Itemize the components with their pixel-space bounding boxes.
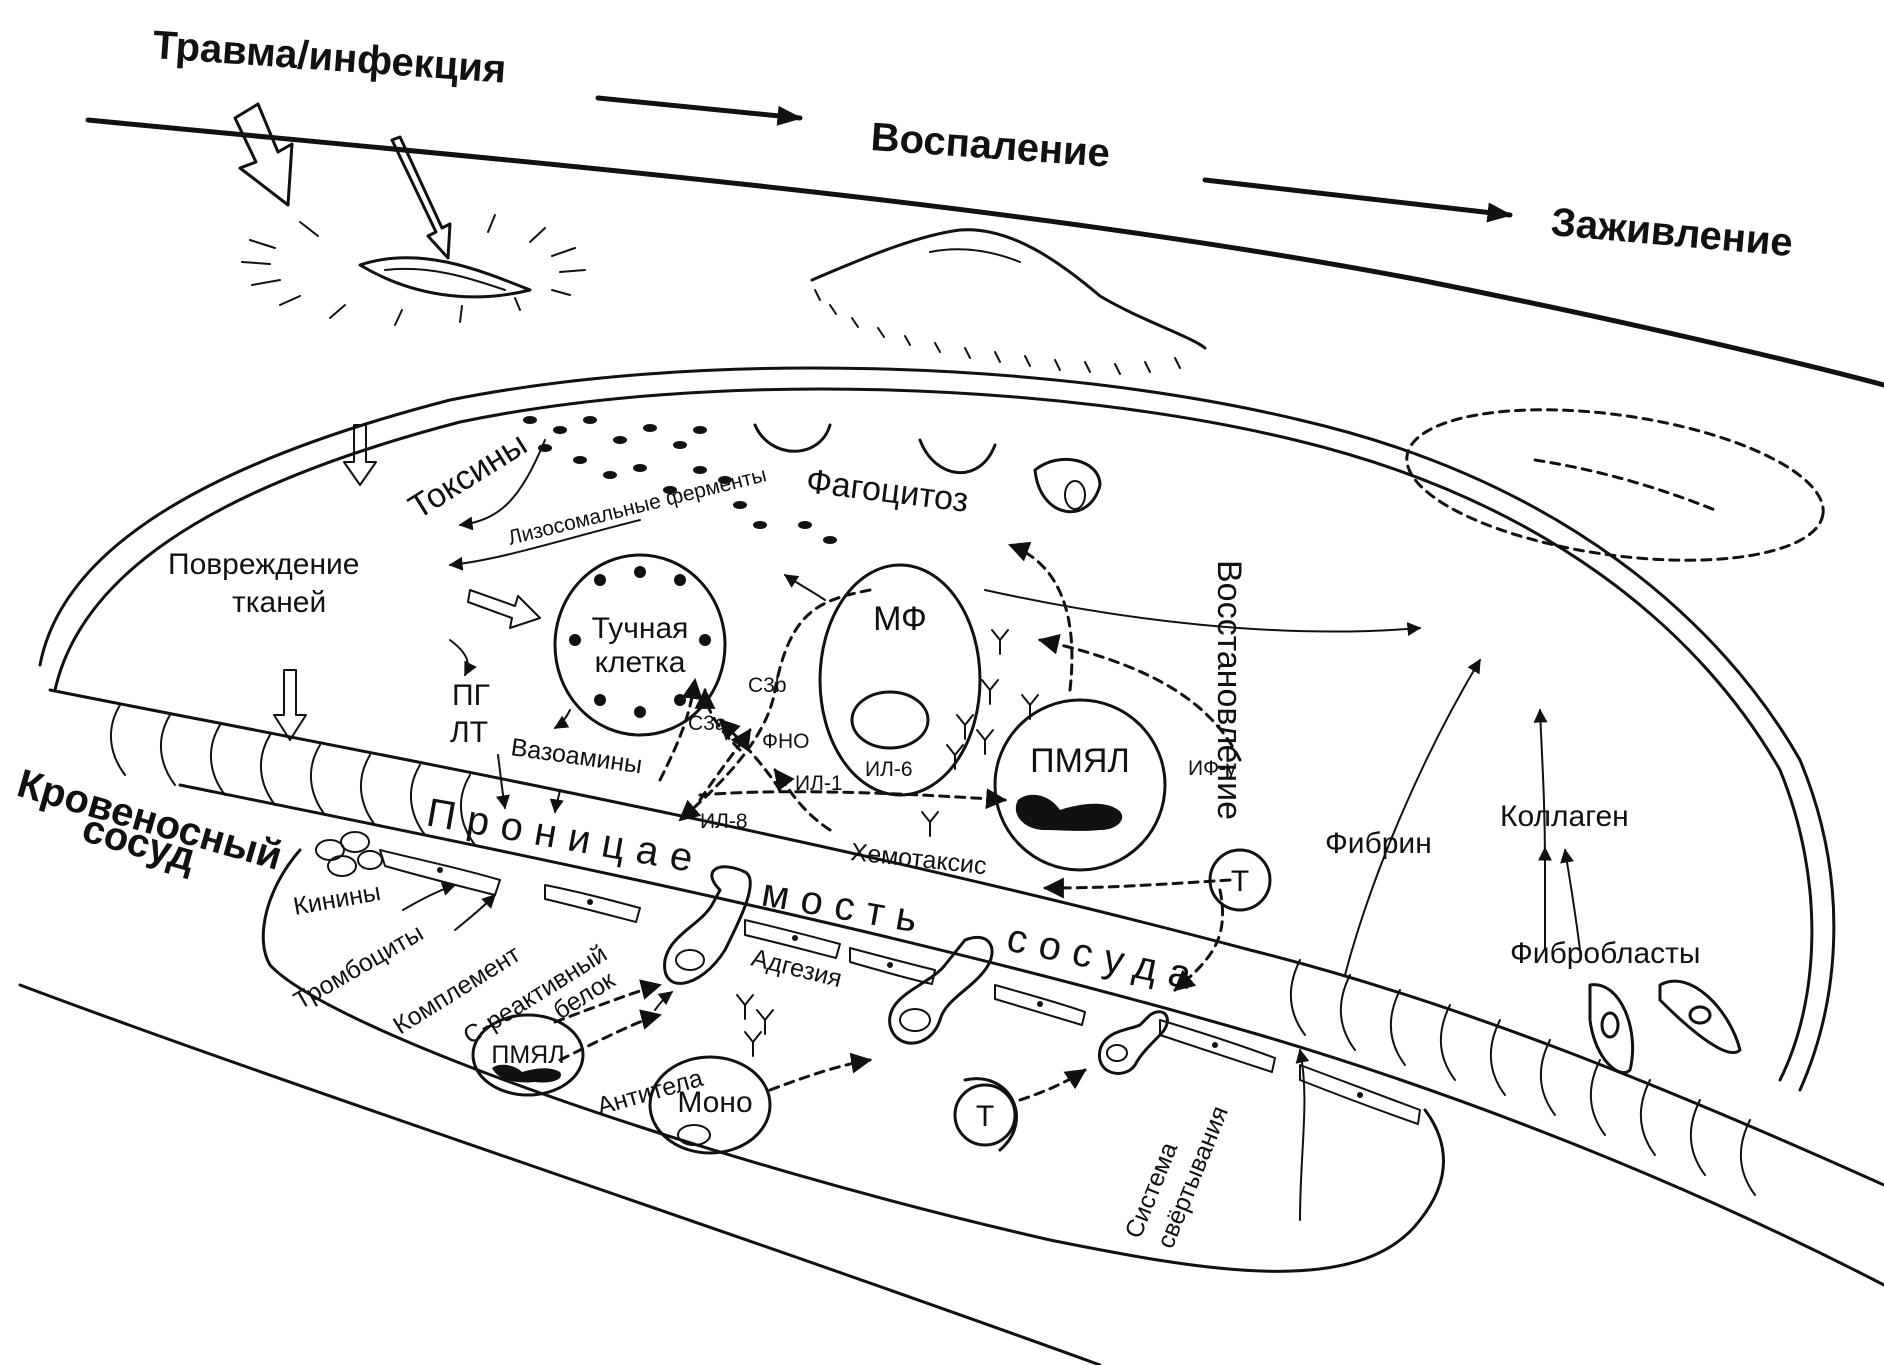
label-pg: ПГ <box>452 679 490 712</box>
phagocyte-top-2 <box>918 438 997 474</box>
bacteria-particles <box>523 416 837 544</box>
label-vasoamines: Вазоамины <box>509 733 644 779</box>
swelling-bump <box>810 228 1207 350</box>
wound-inner <box>384 267 506 291</box>
diapedesis-cell-2 <box>888 935 994 1045</box>
diapedesis-cell-3 <box>1098 1010 1169 1075</box>
swelling-inner <box>929 248 1021 263</box>
phagocyte-top-1 <box>753 423 832 453</box>
label-chemotaxis: Хемотаксис <box>849 838 988 880</box>
label-tissue-damage-1: Повреждение <box>168 548 359 581</box>
vessel-cutaway <box>261 848 1445 1273</box>
label-mono: Моно <box>677 1086 752 1119</box>
label-mast-cell-1: Тучная <box>592 612 689 645</box>
stage-trauma: Травма/инфекция <box>151 23 507 92</box>
open-arrow-down-2-icon <box>273 669 307 741</box>
diapedesis-nucleus-1 <box>675 949 705 971</box>
open-arrow-right-icon <box>467 589 541 629</box>
open-arrow-down-1-icon <box>343 424 377 486</box>
label-permeability-3: сосуда <box>1003 916 1207 1000</box>
label-fibroblasts: Фибробласты <box>1510 937 1700 970</box>
label-tissue-damage-2: тканей <box>232 586 326 619</box>
phagocyte-top-3-nucleus <box>1064 480 1086 510</box>
wound-rays <box>241 214 586 326</box>
label-c3b: C3b <box>748 674 787 697</box>
label-platelets: Тромбоциты <box>289 919 428 1016</box>
diapedesis-nucleus-2 <box>899 1008 931 1032</box>
label-lysosomal-enzymes: Лизосомальные ферменты <box>506 463 769 550</box>
diapedesis-nucleus-3 <box>1106 1044 1128 1062</box>
monocyte-cell <box>648 1055 772 1155</box>
pmn-cell-small <box>471 1013 585 1097</box>
label-t-cell-blood: T <box>976 1100 994 1133</box>
label-ifn-gamma: ИФ-γ <box>1188 757 1237 780</box>
label-pmn-large: ПМЯЛ <box>1030 742 1130 780</box>
label-il6: ИЛ-6 <box>865 758 913 781</box>
label-il8: ИЛ-8 <box>700 810 748 833</box>
label-fibrin: Фибрин <box>1325 827 1432 860</box>
mast-cell <box>553 553 727 737</box>
label-c3a: C3a <box>688 712 727 735</box>
diapedesis-cell-1 <box>663 865 752 985</box>
dashed-arrows <box>553 541 1242 1102</box>
endothelium-cells <box>315 831 1421 1125</box>
stage-arrow-2 <box>1202 177 1513 223</box>
vessel-wall-hatch <box>109 704 1756 1196</box>
healed-scar-ellipse <box>1405 408 1825 562</box>
label-tnf: ФНО <box>762 730 809 753</box>
label-t-cell-tissue: T <box>1231 865 1249 898</box>
mast-cell-granules <box>569 566 711 718</box>
macrophage-nucleus <box>850 690 930 750</box>
label-permeability-2: мость <box>758 871 932 944</box>
label-mast-cell-2: клетка <box>595 646 686 679</box>
stage-inflammation: Воспаление <box>869 115 1111 176</box>
swelling-hatch <box>814 289 1181 375</box>
fibroblast-cells <box>1588 979 1742 1074</box>
trauma-thin-arrow-icon <box>390 135 452 260</box>
stage-arrow-1 <box>595 95 803 126</box>
tissue-outline-inner <box>53 387 1814 1082</box>
vessel-wall-top-outer <box>48 688 1884 1187</box>
label-toxins: Токсины <box>402 425 534 527</box>
pmn-cell-large <box>993 698 1167 872</box>
vessel-wall-bottom <box>18 983 1102 1365</box>
skin-surface-line <box>85 117 1884 388</box>
healed-scar-line <box>1533 458 1717 512</box>
label-il1: ИЛ-1 <box>795 772 843 795</box>
antibody-icons <box>736 629 1039 1057</box>
label-macrophage: МФ <box>873 600 927 638</box>
monocyte-nucleus <box>677 1124 711 1146</box>
phagocyte-top-3 <box>1033 457 1102 514</box>
trauma-big-arrow-icon <box>233 102 294 207</box>
endothelium-nuclei <box>437 867 1363 1098</box>
label-permeability-1: Проницае <box>423 791 707 883</box>
pmn-nucleus-large <box>1015 794 1123 831</box>
solid-arrows <box>402 439 1581 1221</box>
t-cell-blood-ring <box>963 1077 1018 1152</box>
vessel-wall-top-inner <box>178 783 1884 1287</box>
label-kinins: Кинины <box>291 878 383 921</box>
label-adhesion: Адгезия <box>749 944 845 993</box>
wound-icon <box>358 256 532 299</box>
label-collagen: Коллаген <box>1500 800 1629 833</box>
label-pmn-small: ПМЯЛ <box>491 1041 564 1069</box>
label-lt: ЛТ <box>450 716 488 749</box>
stage-healing: Заживление <box>1549 200 1794 265</box>
tissue-outline-outer <box>38 366 1836 1092</box>
pmn-nucleus-small <box>492 1064 561 1083</box>
label-restoration: Восстановление <box>1210 560 1248 820</box>
